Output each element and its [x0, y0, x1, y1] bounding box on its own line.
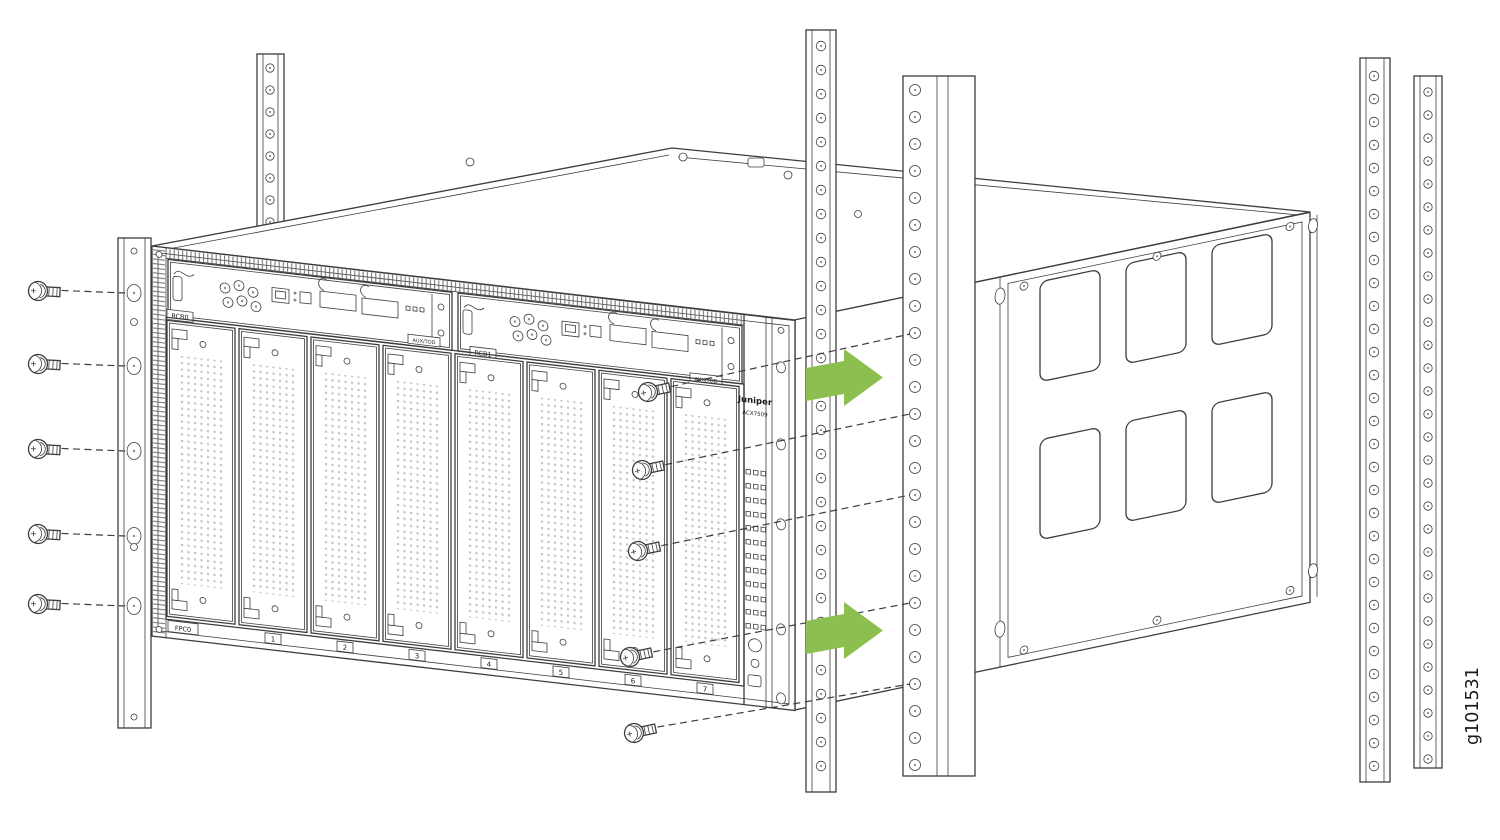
mounting-screw [27, 353, 62, 376]
module-label-0: RCB0 [171, 312, 188, 322]
left-flange-vent [153, 247, 165, 637]
screw-guide-line [645, 683, 911, 730]
insertion-arrows [806, 349, 883, 659]
slot-label-7: 7 [703, 684, 707, 693]
mounting-screw [27, 523, 62, 546]
screw-guide-line [49, 602, 126, 607]
screw-guide-line [49, 532, 126, 537]
status-led-grid [745, 468, 766, 631]
mounting-screw [622, 718, 659, 745]
blank-card-slot [526, 361, 596, 667]
front-right-rack-rail [805, 29, 837, 793]
screw-guide-line [649, 494, 911, 549]
side-panel-cutout [1125, 410, 1187, 521]
status-column: Juniper ACX7509 [737, 314, 773, 708]
mounting-screw [27, 593, 62, 616]
blank-card-slot [382, 344, 452, 650]
slot-label-0: FPC0 [175, 624, 191, 634]
front-mounting-screws [618, 333, 911, 745]
side-panel-cutout [1211, 234, 1273, 345]
side-panel-cutout [1211, 392, 1273, 503]
chassis-front-face: RCB0 AUX/TOD RCB1 AUX/TOD FPC0 [151, 245, 796, 712]
left-mounting-screws [27, 280, 126, 616]
chassis: RCB0 AUX/TOD RCB1 AUX/TOD FPC0 [151, 147, 1318, 712]
screw-guide-line [49, 447, 126, 452]
side-panel-cutout [1039, 428, 1101, 539]
screw-guide-line [659, 333, 911, 390]
port-label-0: AUX/TOD [413, 338, 436, 347]
right-rack-post [902, 75, 976, 777]
port-label-1: AUX/TOD [695, 376, 718, 385]
status-button-small [750, 658, 760, 668]
status-button [748, 638, 762, 653]
screw-guide-line [49, 362, 126, 367]
mounting-screw [27, 438, 62, 461]
insertion-arrow-top [806, 349, 883, 406]
blank-card-slot [670, 377, 740, 684]
figure-id-label: g101531 [1463, 667, 1483, 745]
side-panel-cutout [1125, 252, 1187, 363]
side-panel-cutout [1039, 270, 1101, 381]
slot-label-6: 6 [631, 676, 636, 686]
front-left-rack-rail [117, 237, 152, 729]
brand-logo: Juniper [737, 394, 773, 408]
top-vent-grille [166, 248, 744, 325]
blank-card-slot [310, 336, 380, 642]
slot-label-5: 5 [559, 668, 563, 677]
slot-label-3: 3 [415, 651, 419, 660]
mounting-screw [27, 280, 62, 303]
rear-right-rack-rail-outer [1359, 57, 1391, 783]
rear-right-rack-rail-inner [1413, 75, 1443, 769]
blank-card-slot [166, 319, 236, 625]
screw-guide-line [653, 413, 911, 468]
blank-card-slot [238, 327, 308, 634]
slot-label-1: 1 [271, 634, 275, 643]
model-label: ACX7509 [742, 410, 768, 419]
screw-guide-line [49, 289, 126, 294]
blank-card-slot [598, 369, 668, 675]
status-port [747, 674, 762, 688]
slot-label-2: 2 [343, 643, 347, 652]
slot-label-4: 4 [487, 659, 492, 669]
blank-card-slot [454, 352, 524, 659]
